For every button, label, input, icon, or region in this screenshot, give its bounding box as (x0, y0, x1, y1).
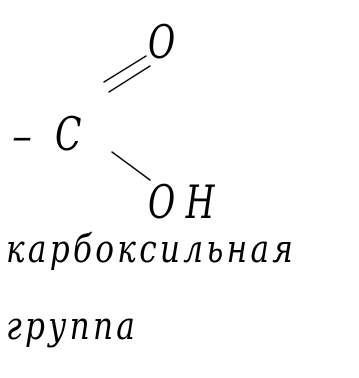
hydroxyl-group: O H (148, 177, 215, 230)
carbonyl-oxygen-atom: O (148, 17, 175, 70)
bond-dash: – (12, 114, 32, 160)
caption-group: группа (6, 304, 139, 348)
double-bond-lower (108, 65, 151, 93)
carbon-atom: C (55, 107, 81, 161)
single-bond (111, 151, 151, 181)
caption-carboxyl: карбоксильная (6, 227, 297, 271)
double-bond-upper (103, 55, 147, 83)
